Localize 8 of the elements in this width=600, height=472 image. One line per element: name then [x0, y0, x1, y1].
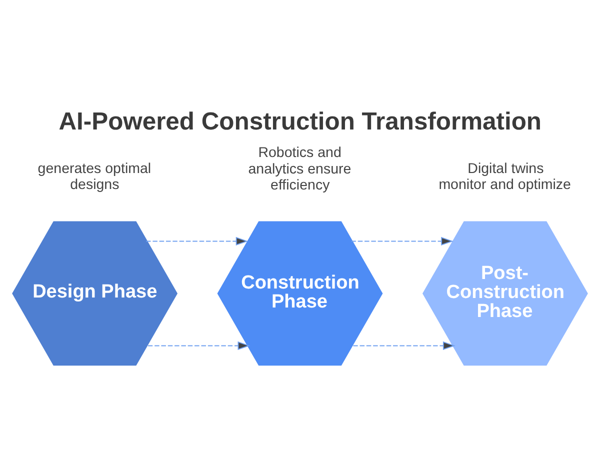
diagram-title: AI-Powered Construction Transformation	[58, 108, 542, 136]
node-label: generates optimal designs	[38, 160, 152, 193]
arrow	[352, 341, 456, 350]
arrow	[146, 236, 248, 246]
arrow	[350, 236, 454, 246]
node-label: Digital twins monitor and optimize	[438, 160, 571, 193]
arrow	[148, 341, 250, 350]
node-label: Robotics and analytics ensure efficiency	[248, 145, 352, 194]
